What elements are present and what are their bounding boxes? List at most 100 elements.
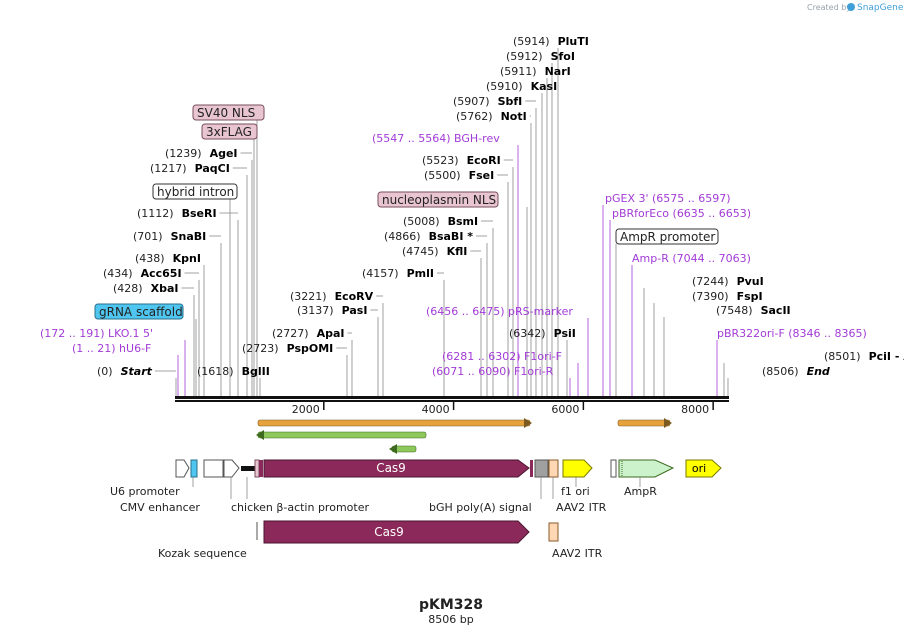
site-sacii[interactable]: (7548)SacII — [716, 304, 791, 317]
site-bsabi-[interactable]: (4866)BsaBI * — [384, 230, 473, 243]
site-name: XbaI — [151, 282, 179, 295]
feature-label: f1 ori — [561, 485, 590, 498]
primer-label[interactable]: pBRforEco (6635 .. 6653) — [612, 207, 751, 220]
backbone-line — [175, 396, 729, 399]
site-position: (5914) — [513, 35, 550, 48]
site-pasi[interactable]: (3137)PasI — [297, 304, 367, 317]
orf-ampr[interactable] — [617, 418, 672, 428]
feature-3xflag[interactable] — [259, 460, 263, 477]
site-psii[interactable]: (6342)PsiI — [509, 327, 576, 340]
feature-bgh-polya[interactable] — [534, 459, 549, 478]
feature-label: AmpR — [624, 485, 657, 498]
site-pluti[interactable]: (5914)PluTI — [513, 35, 589, 48]
feature-cas9[interactable]: Cas9 — [263, 459, 530, 478]
site-name: PciI - AflIII — [869, 350, 904, 363]
primer-label[interactable]: (6456 .. 6475) pRS-marker — [426, 305, 573, 318]
feature-ampr[interactable] — [618, 459, 675, 478]
primer-label[interactable]: (6071 .. 6090) F1ori-R — [432, 365, 554, 378]
site-position: (5762) — [456, 110, 493, 123]
site-name: PmlI — [407, 267, 434, 280]
primer-label[interactable]: (5547 .. 5564) BGH-rev — [372, 132, 500, 145]
feature-u6-promoter[interactable] — [175, 459, 190, 478]
site-nari[interactable]: (5911) NarI — [500, 65, 571, 78]
site-bseri[interactable]: (1112)BseRI — [137, 207, 217, 220]
site-fsei[interactable]: (5500)FseI — [424, 169, 494, 182]
site-sbfi[interactable]: (5907)SbfI — [453, 95, 522, 108]
feature-box-grna-scaffold[interactable]: gRNA scaffold — [94, 303, 184, 320]
site-position: (701) — [133, 230, 163, 243]
feature-hybrid-intron[interactable] — [241, 466, 255, 471]
feature-box-ampr-promoter[interactable]: AmpR promoter — [615, 228, 719, 245]
site-position: (4157) — [362, 267, 399, 280]
feature-cmv-enhancer[interactable] — [203, 459, 224, 478]
primer-label[interactable]: pGEX 3' (6575 .. 6597) — [605, 192, 731, 205]
site-bsmi[interactable]: (5008)BsmI — [403, 215, 478, 228]
site-position: (1217) — [150, 162, 187, 175]
site-name: PsiI — [554, 327, 576, 340]
site-apai[interactable]: (2727)ApaI — [272, 327, 344, 340]
site-name: NotI — [501, 110, 527, 123]
site-name: KasI — [531, 80, 558, 93]
feature-label: U6 promoter — [110, 485, 180, 498]
site-name: BsaBI * — [429, 230, 474, 243]
feature-ori[interactable]: ori — [685, 459, 722, 478]
site-kpni[interactable]: (438)KpnI — [135, 252, 201, 265]
site-position: (5912) — [506, 50, 543, 63]
site-pspomi[interactable]: (2723)PspOMI — [242, 342, 333, 355]
orf-reverse-2[interactable] — [389, 444, 417, 454]
feature-label: bGH poly(A) signal — [429, 501, 532, 514]
site-agei[interactable]: (1239)AgeI — [165, 147, 238, 160]
feature-box-3xflag[interactable]: 3xFLAG — [201, 123, 258, 140]
site-pmli[interactable]: (4157) PmlI — [362, 267, 434, 280]
site-name: BsmI — [448, 215, 479, 228]
primer-label[interactable]: Amp-R (7044 .. 7063) — [632, 252, 751, 265]
feature-box-label: AmpR promoter — [620, 230, 715, 244]
site-start[interactable]: (0)Start — [97, 365, 153, 378]
site-name: PaqCI — [195, 162, 230, 175]
site-acc65i[interactable]: (434)Acc65I — [103, 267, 182, 280]
site-kasi[interactable]: (5910)KasI — [486, 80, 557, 93]
primer-label[interactable]: (1 .. 21) hU6-F — [72, 342, 151, 355]
site-ecori[interactable]: (5523)EcoRI — [422, 154, 501, 167]
feature-box-label: gRNA scaffold — [99, 305, 183, 319]
feature-ampr-promoter[interactable] — [610, 459, 617, 478]
orf-cas9-forward[interactable] — [257, 418, 532, 428]
feature-box-sv40-nls[interactable]: SV40 NLS — [192, 104, 265, 121]
feature-box-hybrid-intron[interactable]: hybrid intron — [152, 183, 238, 200]
site-position: (7390) — [692, 290, 729, 303]
primer-label[interactable]: (172 .. 191) LKO.1 5' — [40, 327, 153, 340]
site-paqci[interactable]: (1217) PaqCI — [150, 162, 230, 175]
primer-label[interactable]: (6281 .. 6302) F1ori-F — [442, 350, 562, 363]
primer-label[interactable]: pBR322ori-F (8346 .. 8365) — [717, 327, 867, 340]
site-pvui[interactable]: (7244)PvuI — [692, 275, 764, 288]
site-name: SacII — [761, 304, 791, 317]
site-bglii[interactable]: (1618)BglII — [197, 365, 270, 378]
site-name: ApaI — [317, 327, 345, 340]
feature-cba-promoter[interactable] — [223, 459, 240, 478]
feature-box-nucleoplasmin-nls[interactable]: nucleoplasmin NLS — [377, 191, 499, 208]
site-name: NarI — [545, 65, 571, 78]
site-kfli[interactable]: (4745)KflI — [402, 245, 467, 258]
site-snabi[interactable]: (701)SnaBI — [133, 230, 206, 243]
feature-kozak[interactable] — [254, 459, 260, 478]
feature-grna-scaffold[interactable] — [190, 459, 198, 478]
site-fspi[interactable]: (7390)FspI — [692, 290, 763, 303]
site-end[interactable]: (8506)End — [762, 365, 830, 378]
site-xbai[interactable]: (428)XbaI — [113, 282, 178, 295]
axis-tick-label: 6000 — [551, 403, 579, 416]
feature-nls-end[interactable] — [530, 460, 533, 477]
site-sfoi[interactable]: (5912)SfoI — [506, 50, 575, 63]
feature-aav2-itr-row2[interactable] — [548, 522, 559, 542]
site-position: (5500) — [424, 169, 461, 182]
site-name: KflI — [447, 245, 468, 258]
feature-aav2-itr[interactable] — [548, 459, 559, 478]
brand-prefix: Created by — [807, 3, 851, 12]
feature-cas9-row2[interactable]: Cas9 — [263, 520, 530, 544]
site-position: (5911) — [500, 65, 537, 78]
orf-reverse-1[interactable] — [256, 430, 427, 440]
site-noti[interactable]: (5762) NotI — [456, 110, 527, 123]
site-ecorv[interactable]: (3221)EcoRV — [290, 290, 374, 303]
site-name: BseRI — [182, 207, 217, 220]
site-pcii-afliii[interactable]: (8501)PciI - AflIII — [824, 350, 904, 363]
feature-f1-ori[interactable] — [562, 459, 593, 478]
